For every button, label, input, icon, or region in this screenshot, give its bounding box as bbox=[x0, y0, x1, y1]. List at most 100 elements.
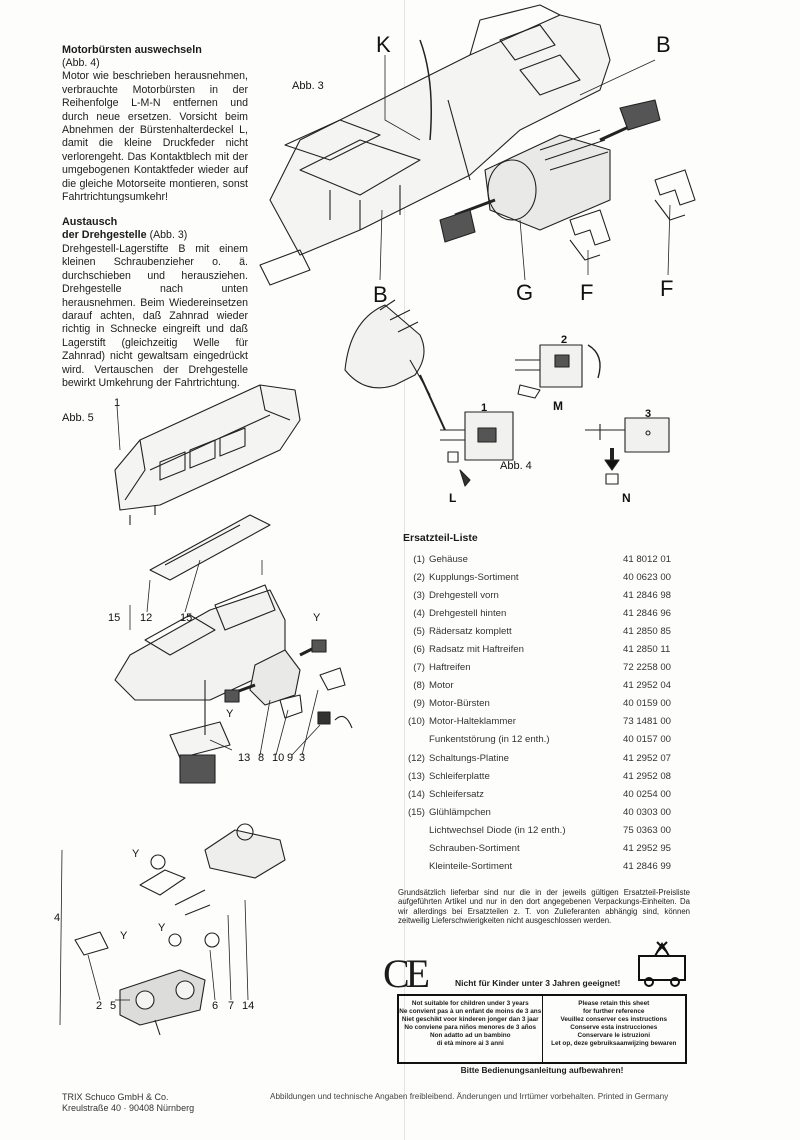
step3-number: 3 bbox=[645, 408, 652, 420]
clip-drawings-abb3 bbox=[569, 169, 696, 261]
part-name: Lichtwechsel Diode (in 12 enth.) bbox=[429, 824, 566, 836]
retain-line: Veuillez conserver ces instructions bbox=[560, 1016, 668, 1023]
part-name: Haftreifen bbox=[429, 662, 471, 674]
part-index bbox=[403, 821, 429, 839]
part-name: Kleinteile-Sortiment bbox=[429, 861, 513, 873]
part-number: 73 1481 00 bbox=[623, 716, 672, 728]
retain-line: for further reference bbox=[583, 1008, 645, 1015]
part-index: (12) bbox=[407, 752, 425, 764]
part-number: 40 0157 00 bbox=[623, 734, 672, 746]
company-footer: TRIX Schuco GmbH & Co. Kreulstraße 40 · … bbox=[62, 1092, 194, 1114]
leader-lines-abb5 bbox=[59, 405, 321, 1026]
warning-line: No conviene para niños menores de 3 años bbox=[404, 1024, 537, 1031]
retain-line: Please retain this sheet bbox=[578, 1000, 650, 1007]
label-B-top: B bbox=[656, 32, 671, 57]
part-index: (7) bbox=[413, 662, 425, 674]
part-index: (1) bbox=[413, 553, 425, 565]
part-index: (6) bbox=[413, 644, 425, 656]
retain-line: Conservare le istruzioni bbox=[577, 1032, 650, 1039]
part-number: 41 2952 08 bbox=[623, 770, 672, 782]
warning-line: Non adatto ad un bambino bbox=[429, 1032, 511, 1039]
label-K: K bbox=[376, 32, 391, 57]
part-index: (13) bbox=[407, 770, 425, 782]
part-name: Glühlämpchen bbox=[429, 806, 491, 818]
step1-number: 1 bbox=[481, 402, 488, 414]
label-M: M bbox=[553, 399, 563, 413]
part-index: (2) bbox=[413, 571, 425, 583]
part-9-label: 9 bbox=[287, 752, 294, 764]
part-name: Funkentstörung (in 12 enth.) bbox=[429, 734, 550, 746]
motor-step1-drawing bbox=[440, 411, 514, 487]
bogie-drawing-abb5 bbox=[74, 823, 286, 1036]
frame-drawing-abb5 bbox=[114, 514, 286, 701]
part-name: Radsatz mit Haftreifen bbox=[429, 644, 524, 656]
part-12-label: 12 bbox=[140, 612, 153, 624]
part-number: 41 2952 07 bbox=[623, 752, 672, 764]
keep-instructions-note: Bitte Bedienungsanleitung aufbewahren! bbox=[460, 1065, 624, 1075]
label-F-1: F bbox=[580, 280, 594, 305]
part-8-label: 8 bbox=[258, 752, 265, 764]
loco-body-drawing-abb5 bbox=[114, 384, 301, 525]
y-label-2: Y bbox=[226, 708, 234, 720]
no-toys-icon bbox=[638, 941, 686, 987]
part-index: (9) bbox=[413, 698, 425, 710]
parts-row: (9) Motor-Bürsten 40 0159 00 bbox=[403, 695, 683, 713]
part-number: 41 2846 99 bbox=[623, 861, 672, 873]
disclaimer-footer: Abbildungen und technische Angaben freib… bbox=[270, 1092, 669, 1101]
part-number: 40 0159 00 bbox=[623, 698, 672, 710]
part-name: Schaltungs-Platine bbox=[429, 752, 509, 764]
part-6-label: 6 bbox=[212, 1000, 219, 1012]
y-label-3: Y bbox=[132, 848, 140, 860]
figure3-caption: Abb. 3 bbox=[292, 80, 324, 92]
retain-line: Conserve esta instrucciones bbox=[570, 1024, 658, 1031]
part-name: Drehgestell vorn bbox=[429, 589, 499, 601]
ce-mark-logo: CE bbox=[383, 951, 430, 996]
part-name: Schleiferplatte bbox=[429, 770, 490, 782]
age-warning-de: Nicht für Kinder unter 3 Jahren geeignet… bbox=[455, 978, 621, 988]
part-number: 41 8012 01 bbox=[623, 553, 672, 565]
bogie-section-heading: Austausch bbox=[62, 216, 118, 229]
part-index: (10) bbox=[407, 716, 425, 728]
part-15a-label: 15 bbox=[180, 612, 193, 624]
motor-step3-drawing bbox=[585, 417, 670, 485]
part-14-label: 14 bbox=[242, 1000, 255, 1012]
y-label-4: Y bbox=[120, 930, 128, 942]
company-address: Kreulstraße 40 · 90408 Nürnberg bbox=[62, 1103, 195, 1113]
part-name: Kupplungs-Sortiment bbox=[429, 571, 519, 583]
motor-drawing-abb5 bbox=[224, 639, 353, 729]
part-4-label: 4 bbox=[54, 912, 61, 924]
part-name: Motor-Bürsten bbox=[429, 698, 490, 710]
part-name: Rädersatz komplett bbox=[429, 625, 512, 637]
parts-list: Ersatzteil-Liste (1) Gehäuse 41 8012 01 (2)… bbox=[403, 532, 683, 876]
part-number: 40 0254 00 bbox=[623, 788, 672, 800]
part-index bbox=[403, 840, 429, 858]
bogie-section-heading2: der Drehgestelle bbox=[62, 229, 147, 242]
part-index: (15) bbox=[407, 806, 425, 818]
label-N: N bbox=[622, 491, 631, 505]
parts-row: Kleinteile-Sortiment 41 2846 99 bbox=[403, 858, 683, 876]
part-name: Gehäuse bbox=[429, 553, 468, 565]
hand-drawing-abb4 bbox=[344, 299, 446, 431]
parts-row: (13) Schleiferplatte 41 2952 08 bbox=[403, 767, 683, 785]
part-index: (5) bbox=[413, 625, 425, 637]
pcb-drawing-abb5 bbox=[169, 680, 231, 784]
motor-drawing-abb3 bbox=[439, 99, 661, 243]
bogie-section-body: Drehgestell-Lagerstifte B mit einem klei… bbox=[62, 242, 248, 389]
parts-list-title: Ersatzteil-Liste bbox=[403, 532, 478, 544]
label-B-bottom: B bbox=[373, 282, 388, 307]
parts-row: Funkentstörung (in 12 enth.) 40 0157 00 bbox=[403, 731, 683, 749]
step2-number: 2 bbox=[561, 334, 568, 346]
